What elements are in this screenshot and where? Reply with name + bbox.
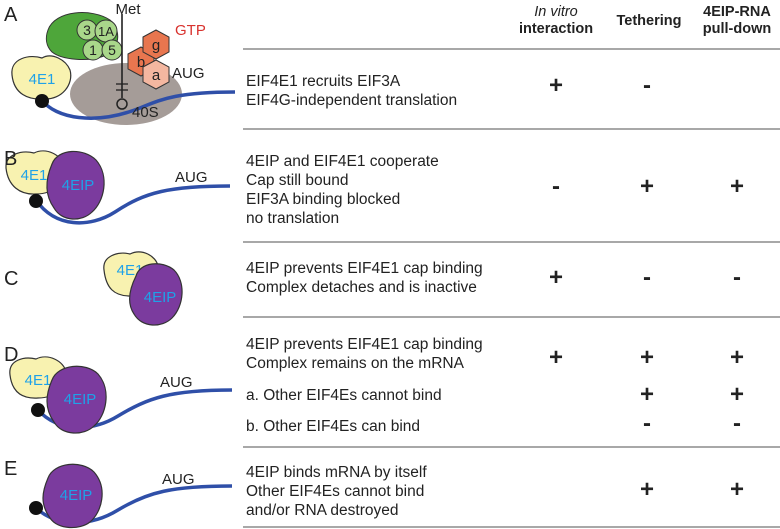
row-a-tethering: - [643,72,651,99]
row-d-sub-a-pulldown: + [729,381,744,408]
row-d-tethering: + [639,344,654,371]
eif2-b-label: b [137,54,145,71]
trna-loop [116,98,128,110]
desc-line: Complex remains on the mRNA [246,355,464,372]
desc-line: and/or RNA destroyed [246,502,399,519]
row-divider [243,48,780,50]
4eip-protein [42,463,103,529]
4eip-label: 4EIP [64,391,97,408]
met-label: Met [115,1,141,18]
row-d-pulldown: + [729,344,744,371]
row-e-pulldown: + [729,476,744,503]
panel-a-illustration: 4E1 3 1A 1 5 Met b g a GTP AUG 40S [11,1,236,125]
desc-line: Complex detaches and is inactive [246,279,477,296]
row-c-description: 4EIP prevents EIF4E1 cap binding Complex… [246,259,483,297]
panel-letter-c: C [4,268,19,290]
desc-line: EIF4E1 recruits EIF3A [246,73,401,90]
4eip-protein [46,150,105,220]
desc-line: 4EIP and EIF4E1 cooperate [246,153,439,170]
eif2-alpha-hex [142,59,170,90]
aug-label: AUG [162,471,195,488]
mrna-cap [35,94,49,108]
header-pulldown-line2: pull-down [702,21,772,37]
mrna-cap [31,403,45,417]
eif2-a-label: a [152,67,161,84]
eif2-g-label: g [152,37,160,54]
panel-letter-e: E [4,458,18,480]
row-a-in-vitro: + [548,72,563,99]
gtp-label: GTP [175,22,206,39]
row-b-in-vitro: - [552,173,560,200]
row-d-in-vitro: + [548,344,563,371]
desc-line: Other EIF4Es cannot bind [246,483,425,500]
row-b-description: 4EIP and EIF4E1 cooperate Cap still boun… [246,152,439,228]
4eip-label: 4EIP [60,487,93,504]
desc-line: EIF4G-independent translation [246,92,458,109]
row-b-tethering: + [639,173,654,200]
header-tethering: Tethering [616,13,682,29]
row-e-tethering: + [639,476,654,503]
ribosome-label: 40S [132,104,159,121]
panel-c-illustration: 4E1 4EIP [103,251,183,326]
row-divider [243,241,780,243]
desc-line: 4EIP binds mRNA by itself [246,464,427,481]
row-d-sub-b-pulldown: - [733,410,741,437]
row-divider [243,446,780,448]
desc-line: 4EIP prevents EIF4E1 cap binding [246,260,483,277]
aug-label: AUG [160,374,193,391]
row-d-sub-b-description: b. Other EIF4Es can bind [246,418,421,435]
mrna-cap [29,194,43,208]
panel-letter-d: D [4,344,19,366]
panel-d-illustration: 4E1 4EIP AUG [9,356,233,434]
eif4e1-protein [11,55,72,100]
row-divider [243,128,780,130]
desc-line: Cap still bound [246,172,349,189]
mrna-cap [29,501,43,515]
desc-line: 4EIP prevents EIF4E1 cap binding [246,336,483,353]
aug-label: AUG [175,169,208,186]
eif3-1-label: 1 [89,42,97,58]
row-d-sub-a-tethering: + [639,381,654,408]
eif3-3-label: 3 [83,22,91,38]
mrna-strand [40,90,236,120]
header-pulldown: 4EIP-RNA pull-down [692,4,780,38]
4eip-protein [46,365,107,434]
eif3-5-label: 5 [108,42,116,58]
row-c-pulldown: - [733,264,741,291]
4eip-label: 4EIP [144,289,177,306]
row-c-tethering: - [643,264,651,291]
row-b-pulldown: + [729,173,744,200]
panel-letter-b: B [4,148,18,170]
header-in-vitro-rest: interaction [518,21,594,37]
4eip-label: 4EIP [62,177,95,194]
row-e-description: 4EIP binds mRNA by itself Other EIF4Es c… [246,463,427,520]
eif2-gamma-hex [142,29,170,60]
eif4e1-label: 4E1 [29,71,56,88]
row-divider [243,316,780,318]
eif4e1-label: 4E1 [25,372,52,389]
desc-line: EIF3A binding blocked [246,191,401,208]
panel-b-illustration: 4E1 4EIP AUG [5,150,231,225]
row-divider [243,526,780,528]
row-d-sub-a-description: a. Other EIF4Es cannot bind [246,387,442,404]
panel-letter-a: A [4,4,18,26]
row-d-sub-b-tethering: - [643,410,651,437]
row-d-description: 4EIP prevents EIF4E1 cap binding Complex… [246,335,483,373]
row-a-description: EIF4E1 recruits EIF3A EIF4G-independent … [246,72,457,110]
header-in-vitro-italic: In vitro [534,4,578,20]
eif3-1a-label: 1A [98,24,114,39]
eif4e1-label: 4E1 [21,167,48,184]
aug-label: AUG [172,65,205,82]
row-c-in-vitro: + [548,264,563,291]
header-pulldown-line1: 4EIP-RNA [703,4,771,20]
panel-e-illustration: 4EIP AUG [29,463,233,529]
4eip-protein [128,263,183,326]
header-in-vitro: In vitro interaction [511,4,601,38]
desc-line: no translation [246,210,340,227]
mrna-strand [34,184,231,225]
